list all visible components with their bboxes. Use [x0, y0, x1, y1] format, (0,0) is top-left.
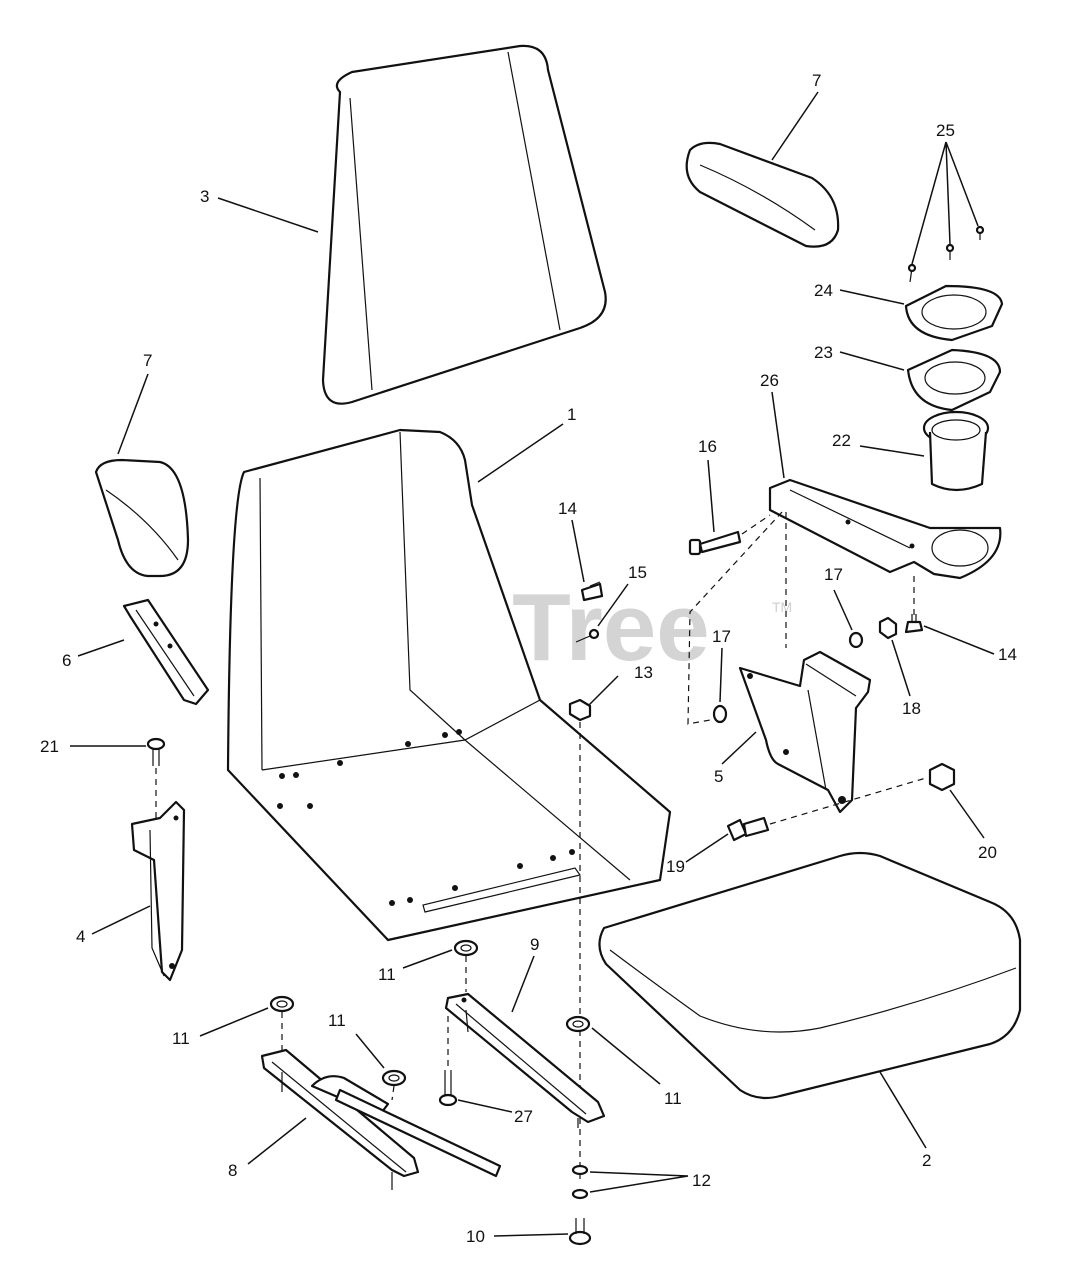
callout-13: 13 [634, 663, 653, 682]
callout-20: 20 [978, 843, 997, 862]
callout-25: 25 [936, 121, 955, 140]
part-10-bolt[interactable] [568, 1218, 592, 1246]
part-9-seat-rail-right[interactable] [444, 992, 606, 1128]
part-20-nut[interactable] [928, 762, 956, 792]
part-2-seat-cushion[interactable] [598, 851, 1022, 1100]
part-3-seat-back-cushion[interactable] [321, 44, 607, 405]
callout-numbers: 3 1 7 7 6 21 4 25 24 23 22 26 16 14 15 1… [40, 71, 1017, 1246]
callout-7-left: 7 [143, 351, 152, 370]
part-27-bolt[interactable] [438, 1070, 458, 1107]
callout-16: 16 [698, 437, 717, 456]
callout-11-d: 11 [664, 1089, 682, 1108]
callout-10: 10 [466, 1227, 485, 1246]
part-13-nut[interactable] [568, 698, 592, 722]
callout-22: 22 [832, 431, 851, 450]
part-6-armrest-bracket[interactable] [122, 598, 210, 706]
callout-11-a: 11 [378, 965, 396, 984]
part-11-bumper-c[interactable] [381, 1069, 407, 1087]
callout-14-right: 14 [998, 645, 1017, 664]
part-14-bolt-left[interactable] [580, 581, 604, 602]
part-11-bumper-d[interactable] [565, 1015, 591, 1033]
part-15-screw[interactable] [575, 628, 600, 643]
callout-7-right: 7 [812, 71, 821, 90]
part-26-mounting-bracket[interactable] [768, 478, 1002, 580]
part-14-bolt-right[interactable] [904, 614, 924, 634]
part-17-washer-right[interactable] [848, 631, 864, 649]
callout-23: 23 [814, 343, 833, 362]
part-8-seat-rail-left[interactable] [260, 1048, 502, 1190]
callout-11-b: 11 [172, 1029, 190, 1048]
callout-26: 26 [760, 371, 779, 390]
part-17-washer-left[interactable] [712, 704, 728, 724]
callout-5: 5 [714, 767, 723, 786]
callout-21: 21 [40, 737, 59, 756]
callout-1: 1 [567, 405, 576, 424]
callout-3: 3 [200, 187, 209, 206]
part-4-side-bracket[interactable] [130, 800, 186, 982]
assembly-line-16 [741, 514, 771, 535]
callout-11-c: 11 [328, 1011, 346, 1030]
assembly-lines-bumpers [281, 956, 467, 1101]
callout-4: 4 [76, 927, 85, 946]
part-1-seat-shell[interactable] [226, 428, 672, 942]
callout-17-right: 17 [824, 565, 843, 584]
leader-lines [70, 91, 995, 1237]
part-12-washers[interactable] [571, 1164, 589, 1200]
part-19-bolt[interactable] [726, 816, 770, 842]
part-23-bezel-ring[interactable] [906, 348, 1002, 412]
callout-14-left: 14 [558, 499, 577, 518]
watermark-trademark: TM [772, 599, 792, 615]
assembly-line-26 [687, 511, 783, 725]
part-7-armrest-pad-left[interactable] [94, 458, 190, 578]
part-18-nut[interactable] [878, 616, 898, 640]
seat-shell-holes [277, 729, 575, 906]
part-22-cup-holder[interactable] [922, 410, 990, 492]
callout-17-left: 17 [712, 627, 731, 646]
part-16-bolt[interactable] [688, 530, 742, 556]
part-7-armrest-pad-right[interactable] [685, 141, 840, 248]
callout-2: 2 [922, 1151, 931, 1170]
part-25-screws[interactable] [907, 225, 985, 283]
part-21-screw[interactable] [146, 737, 166, 766]
assembly-line-19 [769, 777, 927, 825]
part-11-bumper-b[interactable] [269, 995, 295, 1013]
part-24-trim-ring[interactable] [904, 284, 1004, 342]
part-11-bumper-a[interactable] [453, 939, 479, 957]
callout-19: 19 [666, 857, 685, 876]
callout-18: 18 [902, 699, 921, 718]
callout-27: 27 [514, 1107, 533, 1126]
part-5-mounting-plate[interactable] [738, 650, 872, 814]
callout-15: 15 [628, 563, 647, 582]
callout-24: 24 [814, 281, 833, 300]
callout-6: 6 [62, 651, 71, 670]
callout-8: 8 [228, 1161, 237, 1180]
callout-9: 9 [530, 935, 539, 954]
callout-12: 12 [692, 1171, 711, 1190]
